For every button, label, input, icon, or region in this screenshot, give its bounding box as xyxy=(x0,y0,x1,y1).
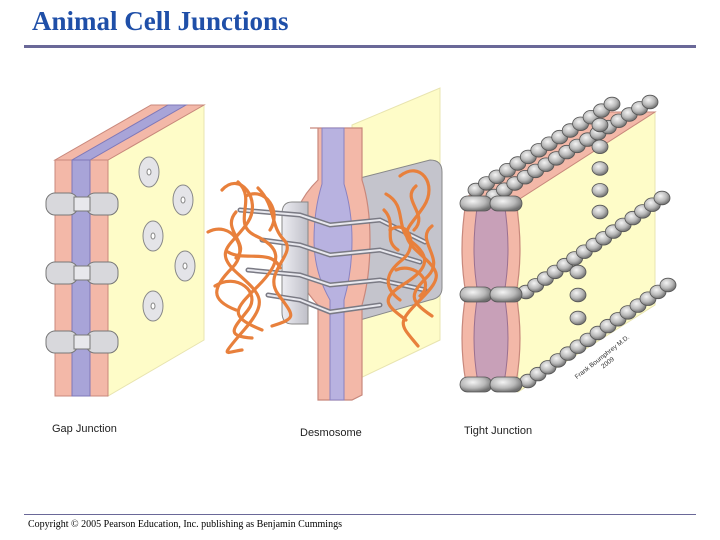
protein-bead xyxy=(603,96,621,112)
desmosome-plaque-front xyxy=(281,201,309,325)
protein-bead xyxy=(659,277,677,293)
title-divider xyxy=(24,45,696,48)
desmosome-intercellular-core xyxy=(313,127,353,401)
junction-protein-strand xyxy=(467,94,677,389)
copyright-footer: Copyright © 2005 Pearson Education, Inc.… xyxy=(28,519,342,530)
connexon-pore xyxy=(138,156,196,322)
protein-bead xyxy=(653,190,671,206)
protein-bead xyxy=(591,183,609,198)
desmosome-illustration xyxy=(206,87,443,401)
tight-core-upper xyxy=(473,201,509,295)
protein-bead xyxy=(591,117,609,133)
slide-title: Animal Cell Junctions xyxy=(32,6,289,36)
intermediate-filaments-left xyxy=(206,180,293,354)
protein-bead xyxy=(569,264,587,280)
tight-junction-label: Tight Junction xyxy=(464,425,533,437)
intermediate-filaments-right xyxy=(382,169,438,348)
protein-bead xyxy=(591,204,609,220)
protein-bead xyxy=(641,94,659,110)
desmosome-label: Desmosome xyxy=(300,427,362,439)
connexon-channel xyxy=(45,330,119,354)
claudin-pair xyxy=(459,286,523,303)
footer-divider xyxy=(24,514,696,515)
tight-junction-illustration xyxy=(459,94,677,393)
protein-bead xyxy=(591,139,609,155)
gap-junction-label: Gap Junction xyxy=(52,423,117,435)
claudin-pair xyxy=(459,376,523,393)
gap-junction-illustration xyxy=(45,104,206,397)
claudin-pair xyxy=(459,195,523,212)
tight-core-lower xyxy=(473,293,509,384)
connexon-channel xyxy=(45,261,119,285)
protein-bead xyxy=(569,310,587,326)
protein-bead xyxy=(569,287,587,303)
connexon-channel xyxy=(45,192,119,216)
protein-bead xyxy=(591,161,609,176)
